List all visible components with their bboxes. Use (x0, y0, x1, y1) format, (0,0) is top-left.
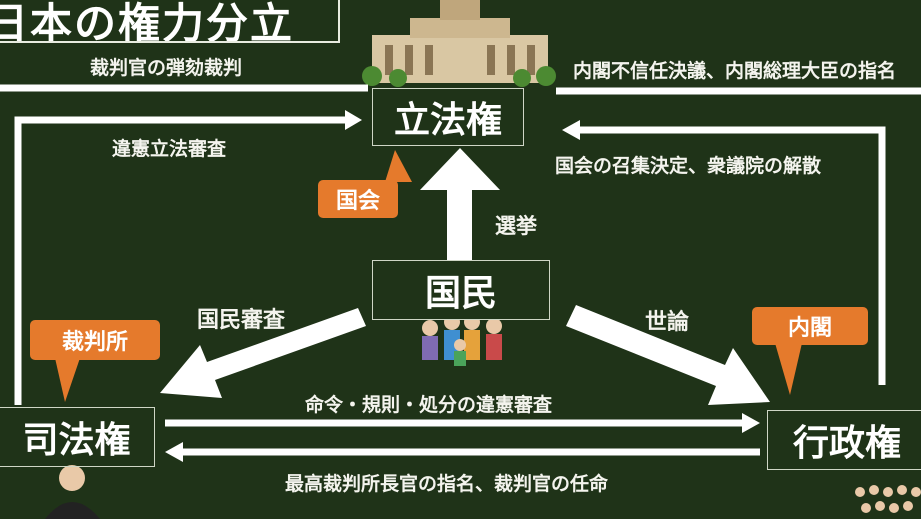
diet-building-illustration (362, 0, 556, 87)
crowd-illustration (855, 485, 921, 513)
executive-box: 行政権 (767, 410, 921, 470)
election-arrow (420, 148, 500, 260)
judicial-review-label: 違憲立法審査 (112, 138, 227, 160)
title-box: 日本の権力分立 (0, 0, 340, 43)
citizens-illustration (422, 314, 502, 366)
people-box: 国民 (372, 260, 550, 320)
cabinet-callout: 内閣 (752, 307, 868, 345)
election-label: 選挙 (495, 214, 537, 238)
public-opinion-label: 世論 (645, 310, 690, 335)
opinion-arrow (566, 305, 770, 405)
national-review-label: 国民審査 (197, 308, 286, 333)
court-callout: 裁判所 (30, 320, 160, 360)
judicial-review-arrow (14, 116, 350, 405)
review-orders-label: 命令・規則・処分の違憲審査 (305, 394, 553, 416)
appointments-label: 最高裁判所長官の指名、裁判官の任命 (285, 473, 609, 495)
judge-illustration (45, 465, 100, 519)
impeachment-label: 裁判官の弾劾裁判 (90, 57, 243, 79)
convene-dissolve-label: 国会の召集決定、衆議院の解散 (555, 155, 822, 177)
diet-callout: 国会 (318, 180, 398, 218)
judicial-box: 司法権 (0, 407, 155, 467)
page-title: 日本の権力分立 (0, 0, 295, 43)
review-arrow (160, 308, 366, 398)
no-confidence-label: 内閣不信任決議、内閣総理大臣の指名 (573, 60, 897, 82)
legislative-box: 立法権 (372, 88, 524, 146)
dissolve-arrow (575, 126, 886, 385)
